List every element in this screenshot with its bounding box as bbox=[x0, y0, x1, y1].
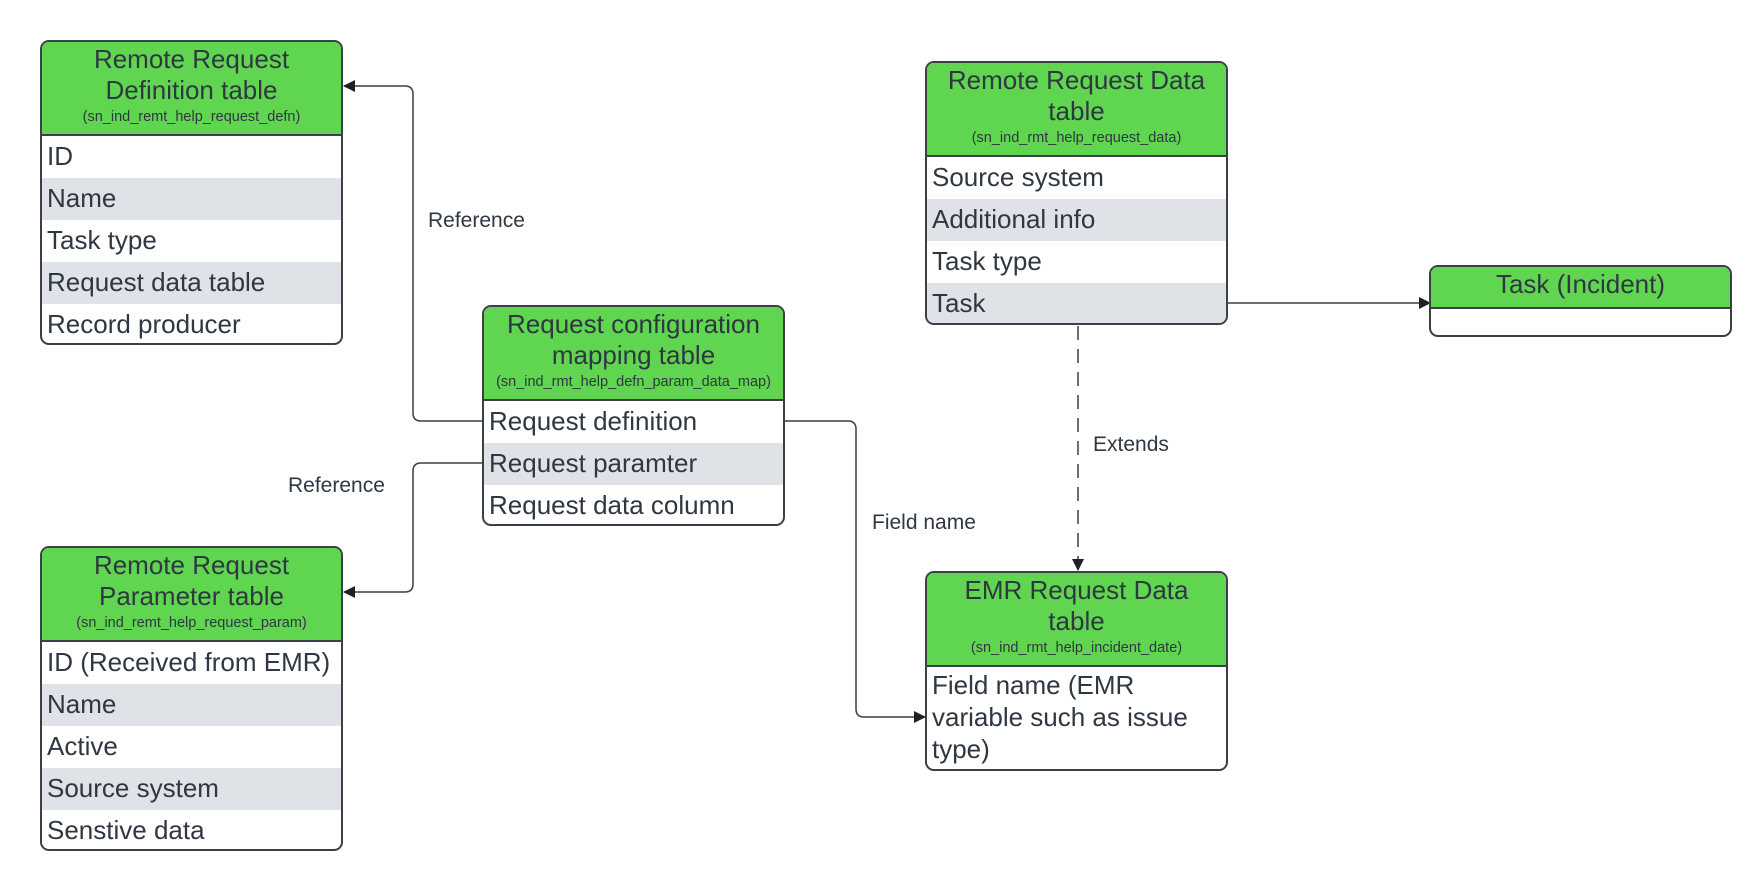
table-header: Remote Request Definition table (sn_ind_… bbox=[42, 42, 341, 136]
edge-reference-parameter bbox=[343, 462, 483, 598]
table-title: Remote Request Definition table bbox=[93, 44, 290, 105]
table-title: Remote Request Data table bbox=[947, 65, 1206, 126]
table-row: Request definition bbox=[489, 406, 698, 436]
edge-label-field-name: Field name bbox=[872, 511, 976, 534]
table-header: Remote Request Data table (sn_ind_rmt_he… bbox=[927, 63, 1226, 157]
table-task-incident[interactable]: Task (Incident) bbox=[1429, 265, 1732, 337]
table-remote-request-data[interactable]: Remote Request Data table (sn_ind_rmt_he… bbox=[925, 61, 1228, 325]
edge-label-reference-parameter: Reference bbox=[288, 474, 385, 497]
table-row: Active bbox=[47, 731, 118, 761]
table-row: Record producer bbox=[47, 309, 241, 339]
table-title: Remote Request Parameter table bbox=[93, 550, 290, 611]
table-row: Task bbox=[927, 283, 1226, 323]
table-subtitle: (sn_ind_remt_help_request_param) bbox=[76, 615, 307, 631]
table-subtitle: (sn_ind_rmt_help_incident_date) bbox=[970, 640, 1183, 656]
table-row: Task type bbox=[47, 225, 157, 255]
table-emr-request-data[interactable]: EMR Request Data table (sn_ind_rmt_help_… bbox=[925, 571, 1228, 771]
table-title: Request configuration mapping table bbox=[507, 309, 760, 370]
table-header: Task (Incident) bbox=[1431, 267, 1730, 309]
table-row: Senstive data bbox=[47, 815, 205, 845]
table-row: ID (Received from EMR) bbox=[47, 647, 331, 677]
table-header: Request configuration mapping table (sn_… bbox=[484, 307, 783, 401]
table-row: Request data table bbox=[42, 262, 341, 304]
edge-label-reference-definition: Reference bbox=[428, 209, 525, 232]
table-title: Task (Incident) bbox=[1495, 269, 1666, 299]
table-row: Name bbox=[42, 684, 341, 726]
table-subtitle: (sn_ind_rmt_help_defn_param_data_map) bbox=[496, 374, 771, 390]
table-row: Request data column bbox=[489, 490, 735, 520]
table-subtitle: (sn_ind_rmt_help_request_data) bbox=[971, 130, 1182, 146]
table-remote-request-definition[interactable]: Remote Request Definition table (sn_ind_… bbox=[40, 40, 343, 345]
table-request-configuration-mapping[interactable]: Request configuration mapping table (sn_… bbox=[482, 305, 785, 526]
table-header: Remote Request Parameter table (sn_ind_r… bbox=[42, 548, 341, 642]
table-remote-request-parameter[interactable]: Remote Request Parameter table (sn_ind_r… bbox=[40, 546, 343, 851]
table-subtitle: (sn_ind_remt_help_request_defn) bbox=[82, 109, 301, 125]
table-header: EMR Request Data table (sn_ind_rmt_help_… bbox=[927, 573, 1226, 667]
table-row: Name bbox=[42, 178, 341, 220]
table-row: Source system bbox=[42, 768, 341, 810]
table-row: Task type bbox=[932, 246, 1042, 276]
table-row: ID bbox=[47, 141, 73, 171]
edge-reference-definition bbox=[343, 80, 483, 422]
table-row: Source system bbox=[932, 162, 1104, 192]
edge-field-name bbox=[785, 420, 926, 723]
edge-label-extends: Extends bbox=[1093, 433, 1169, 456]
table-row: Field name (EMR variable such as issue t… bbox=[932, 670, 1188, 764]
table-row: Request paramter bbox=[484, 443, 783, 485]
table-title: EMR Request Data table bbox=[964, 575, 1189, 636]
table-row: Additional info bbox=[927, 199, 1226, 241]
